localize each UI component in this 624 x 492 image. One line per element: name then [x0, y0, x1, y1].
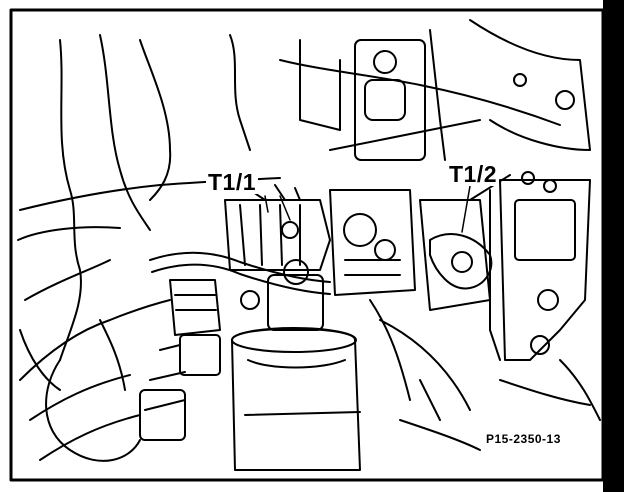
pipe-fitting [169, 279, 221, 336]
connector-t1-2 [419, 199, 491, 311]
left-frame-rail [59, 39, 82, 361]
callout-t1-1: T1/1 [206, 169, 259, 195]
filter-cap [267, 274, 324, 331]
figure-side-band [603, 0, 624, 492]
figure-code: P15-2350-13 [484, 432, 563, 446]
callout-t1-2: T1/2 [447, 161, 500, 187]
right-mounting-bracket [499, 179, 591, 361]
center-connector-block [329, 189, 416, 296]
upper-bolt [373, 50, 397, 74]
upper-bracket [299, 39, 341, 131]
lower-hose [45, 359, 141, 462]
leader-line-t1-2 [461, 185, 471, 233]
filter-canister [231, 327, 361, 471]
fuel-hose [149, 251, 331, 283]
leader-line-t1-1 [264, 195, 291, 221]
transmission-housing [469, 19, 591, 151]
